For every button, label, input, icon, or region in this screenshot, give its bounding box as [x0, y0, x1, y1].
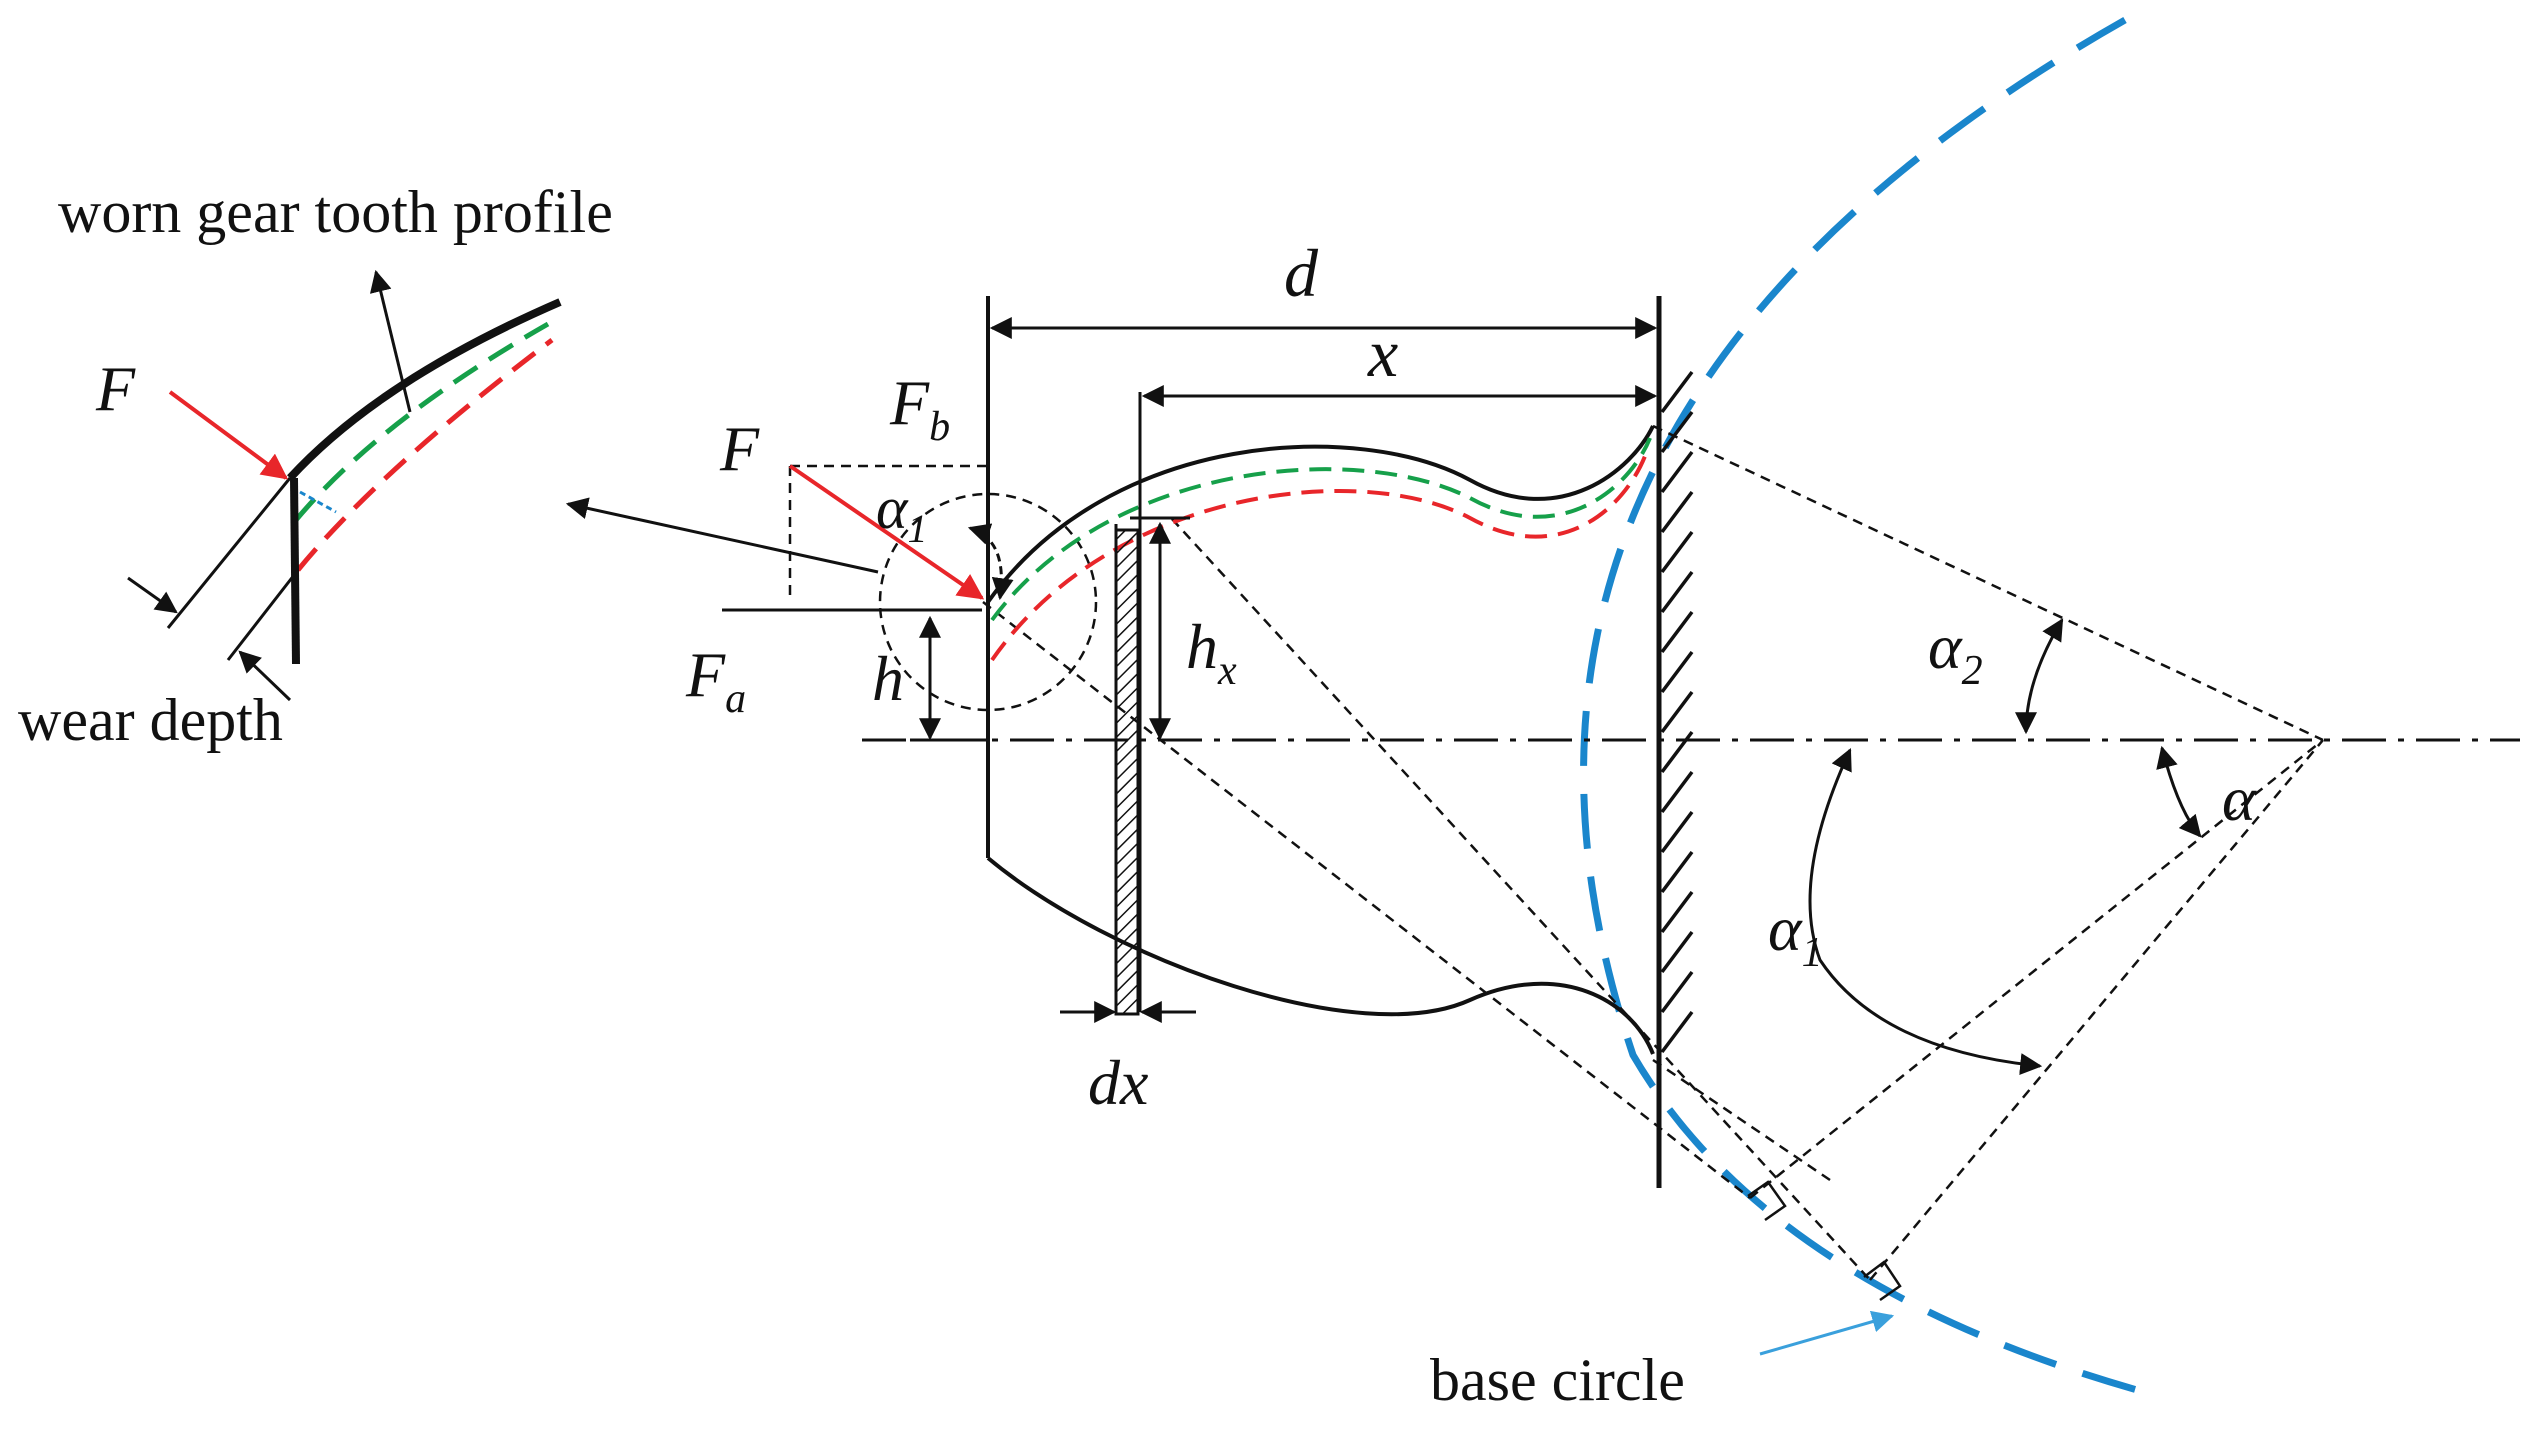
- inset-original-profile: [287, 298, 562, 481]
- alpha-arc: [2156, 745, 2202, 838]
- label-alpha1-small: α1: [876, 475, 928, 551]
- alpha2-arc: [2015, 618, 2064, 735]
- label-F-inset: F: [95, 353, 136, 424]
- line-base-extension: [1652, 1058, 1831, 1182]
- inset-wear-depth-arrow-a: [127, 576, 178, 614]
- line-to-apex-lower-b: [1869, 739, 2324, 1281]
- inset-worn-profile-green: [294, 321, 550, 522]
- label-Fb: Fb: [889, 367, 950, 450]
- base-circle-pointer: [1759, 1310, 1895, 1356]
- worn-profile-red: [990, 447, 1650, 662]
- inset-force-arrow: [168, 390, 289, 480]
- inset-worn-profile-red: [296, 338, 554, 572]
- slice-dx: [1060, 392, 1196, 1023]
- inset-wear-depth-arrow-b: [238, 650, 292, 702]
- inset-callout-arrow: [565, 497, 879, 574]
- fixed-wall: [1656, 296, 1694, 1188]
- label-h: h: [872, 643, 904, 714]
- inset-blue-tick: [299, 490, 337, 514]
- wall-hatch: [1660, 370, 1694, 1054]
- label-worn-gear-tooth-profile: worn gear tooth profile: [58, 179, 613, 245]
- label-F: F: [719, 413, 760, 484]
- line-to-apex-upper: [1652, 424, 2324, 742]
- contact-zone-circle: [878, 492, 1098, 712]
- dimensions: [910, 317, 1658, 742]
- line-load-to-base-b: [1171, 518, 1871, 1281]
- force-system: [722, 464, 1014, 612]
- base-circle-arc: [1580, 16, 2156, 1399]
- right-angle-mark-b: [1863, 1260, 1902, 1302]
- right-angle-mark-a: [1747, 1180, 1787, 1222]
- inset-tooth-vertical: [290, 477, 300, 665]
- inset-worn-normal-line: [226, 569, 300, 661]
- label-alpha1: α1: [1768, 893, 1823, 976]
- inset-detail: [127, 269, 562, 702]
- worn-profile-green: [990, 437, 1652, 622]
- alpha1-small-arc: [967, 523, 1014, 601]
- label-Fa: Fa: [685, 639, 746, 722]
- text-labels: worn gear tooth profile wear depth base …: [18, 179, 2257, 1413]
- inset-normal-line: [166, 477, 292, 629]
- base-circle: [1580, 16, 2156, 1399]
- tooth-lower-profile: [986, 856, 1655, 1055]
- label-dx: dx: [1088, 1047, 1148, 1118]
- line-load-to-base-a: [982, 601, 1751, 1199]
- alpha1-arc: [1808, 748, 2043, 1075]
- tooth-upper-profile: [986, 425, 1655, 604]
- angle-arcs: [1808, 618, 2202, 1075]
- force-F-arrow: [788, 464, 985, 600]
- label-wear-depth: wear depth: [18, 687, 283, 753]
- label-base-circle: base circle: [1430, 1347, 1685, 1413]
- slice-dx-hatched: [1114, 528, 1140, 1016]
- label-d: d: [1284, 235, 1319, 311]
- label-hx: hx: [1186, 611, 1237, 694]
- construction-lines: [788, 424, 2520, 1302]
- label-x: x: [1367, 315, 1398, 391]
- inset-profile-pointer: [369, 269, 412, 413]
- label-alpha2: α2: [1928, 611, 1983, 694]
- label-alpha: α: [2222, 763, 2257, 834]
- tooth-profile: [986, 296, 1655, 1055]
